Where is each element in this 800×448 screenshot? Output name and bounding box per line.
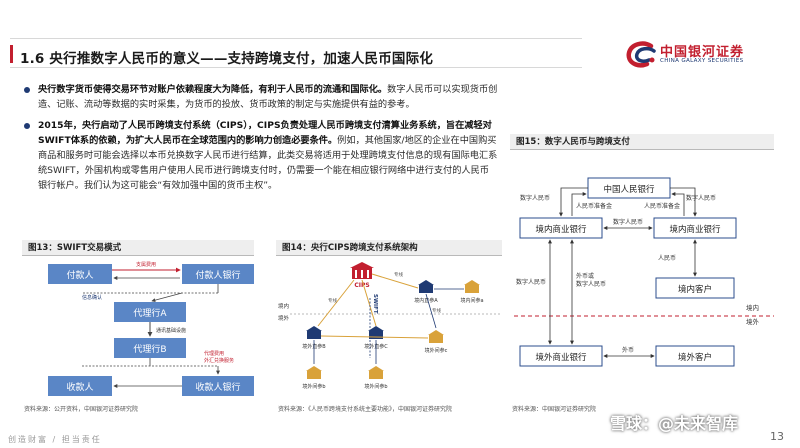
payee-bank-label: 收款人银行 xyxy=(195,381,240,393)
pboc-label: 中国人民银行 xyxy=(603,184,655,195)
domestic-bank-left-label: 境内商业银行 xyxy=(535,224,587,235)
payee-box xyxy=(48,376,112,396)
domestic-label: 境内 xyxy=(278,302,289,310)
payer-bank-box xyxy=(182,264,254,284)
title-bar xyxy=(10,38,582,68)
reserve-right-label: 人民币准备金 xyxy=(644,202,680,210)
reserve-left-label: 人民币准备金 xyxy=(576,202,612,210)
bullet-item: 2015年，央行启动了人民币跨境支付系统（CIPS），CIPS负责处理人民币跨境… xyxy=(20,118,498,193)
pboc-to-right-arrow xyxy=(670,187,697,217)
domestic-bank-right-box xyxy=(653,217,737,239)
payer-bank-label: 付款人银行 xyxy=(195,269,240,281)
link-line xyxy=(317,279,355,327)
swift-infra-label: 通讯基础设施 xyxy=(156,327,186,334)
drmb-mid-label: 数字人民币 xyxy=(613,218,643,226)
fig13-source: 资料来源：公开资料，中国银河证券研究院 xyxy=(24,406,139,413)
pboc-to-left-arrow xyxy=(559,187,588,217)
galaxy-logo-icon xyxy=(626,41,656,68)
bullet-dot-icon xyxy=(24,123,30,129)
bullet-dot-icon xyxy=(24,87,30,93)
fig14-cips-diagram: CIPS SWIFT 境内 境外 境内直参A 境内间参a 专线 境外直参B 境外… xyxy=(278,262,502,390)
bullet-bold-text: 央行数字货币使得交易环节对账户依赖程度大为降低，有利于人民币的流通和国际化。 xyxy=(38,84,388,95)
drmb-right-label: 数字人民币 xyxy=(686,194,716,202)
domestic-customer-label: 境内客户 xyxy=(678,284,712,295)
title-accent xyxy=(10,45,13,63)
fx-label-1: 外币或 xyxy=(576,272,594,280)
bank-icon xyxy=(306,326,322,339)
fx-label-2: 数字人民币 xyxy=(576,280,606,288)
foreign-currency-label: 外币 xyxy=(622,346,634,354)
footer-slogan: 创造财富 / 担当责任 xyxy=(8,435,102,444)
bank-icon xyxy=(418,280,434,293)
domestic-label: 境内 xyxy=(746,303,759,312)
fig13-swift-diagram: 付款人 付款人银行 代理行A 代理行B 收款人 收款人银行 支属费用 信息确认 … xyxy=(48,261,254,396)
reserve-right-arrow xyxy=(671,192,685,216)
indirect-a-label: 境内间参a xyxy=(460,297,483,304)
agent-a-label: 代理行A xyxy=(133,307,167,319)
to-agent-a-arrow xyxy=(151,292,183,303)
page-number: 13 xyxy=(770,430,784,443)
agent-a-box xyxy=(114,302,186,322)
fig15-source: 资料来源：中国银河证券研究院 xyxy=(512,406,597,413)
agent-b-label: 代理行B xyxy=(133,343,166,355)
payer-box xyxy=(48,264,112,284)
logo-text-en: CHINA GALAXY SECURITIES xyxy=(660,58,744,64)
bank-icon xyxy=(368,366,384,379)
fig14-title: 图14：央行CIPS跨境支付系统架构 xyxy=(276,240,502,256)
abroad-bank-label: 境外商业银行 xyxy=(535,352,587,363)
bullet-body-text: 数字人民币可以实现货币创造、记账、流动等数据的实时采集，为货币的投放、货币政策的… xyxy=(38,84,498,110)
rmb-label: 人民币 xyxy=(658,255,676,262)
bullet-item: 央行数字货币使得交易环节对账户依赖程度大为降低，有利于人民币的流通和国际化。数字… xyxy=(20,82,498,112)
direct-a-label: 境内直参A xyxy=(414,297,438,304)
bank-icon xyxy=(464,280,480,293)
fig14-source: 资料来源：《人民币跨境支付系统主要功能》，中国银河证券研究院 xyxy=(278,406,453,413)
page-title: 1.6 央行推数字人民币的意义——支持跨境支付，加速人民币国际化 xyxy=(20,51,434,67)
indirect-c-label: 境外间参c xyxy=(425,347,448,354)
dedicated-line-top: 专线 xyxy=(394,271,403,278)
fig15-drmb-diagram: 中国人民银行 境内商业银行 境内商业银行 境内客户 境内 境外 境外商业银行 境… xyxy=(514,177,774,367)
payee-label: 收款人 xyxy=(66,381,93,393)
fx-service-label: 外汇兑换服务 xyxy=(204,357,234,364)
bullet-list: 央行数字货币使得交易环节对账户依赖程度大为降低，有利于人民币的流通和国际化。数字… xyxy=(20,82,498,199)
cips-label: CIPS xyxy=(354,282,369,289)
swift-label: SWIFT xyxy=(372,294,378,314)
abroad-customer-label: 境外客户 xyxy=(678,352,712,363)
abroad-bank-box xyxy=(519,345,603,367)
fig15-title: 图15：数字人民币与跨境支付 xyxy=(510,134,774,150)
company-logo: 中国银河证券 CHINA GALAXY SECURITIES xyxy=(625,40,785,70)
dedicated-line-left: 专线 xyxy=(328,297,337,304)
info-label: 信息确认 xyxy=(82,294,102,301)
indirect-b2-label: 境外间参b xyxy=(364,383,387,390)
link-line xyxy=(371,273,419,289)
bank-icon xyxy=(428,330,444,343)
dedicated-line-right: 专线 xyxy=(432,307,441,314)
payee-bank-box xyxy=(182,376,254,396)
drmb-left-label: 数字人民币 xyxy=(520,194,550,202)
reserve-left-arrow xyxy=(571,192,587,216)
proxy-fee-label: 代理费用 xyxy=(204,350,224,357)
agent-b-box xyxy=(114,338,186,358)
bank-icon xyxy=(306,366,322,379)
drmb-side-label: 数字人民币 xyxy=(516,278,546,286)
bank-icon xyxy=(368,326,384,339)
abroad-customer-box xyxy=(655,345,735,367)
domestic-customer-box xyxy=(655,277,735,299)
bullet-body-text: 例如，其他国家/地区的企业在中国购买商品和服务时可能会选择以本币兑换数字人民币进… xyxy=(38,135,498,191)
link-line xyxy=(425,293,437,329)
domestic-bank-left-box xyxy=(519,217,603,239)
link-line xyxy=(361,279,377,327)
indirect-b-label: 境外间参b xyxy=(302,383,325,390)
bullet-bold-text: 2015年，央行启动了人民币跨境支付系统（CIPS），CIPS负责处理人民币跨境… xyxy=(38,120,492,146)
payer-label: 付款人 xyxy=(66,269,93,281)
watermark: 雪球：@未来智库 xyxy=(610,414,739,433)
abroad-label: 境外 xyxy=(278,314,290,322)
fig13-title: 图13：SWIFT交易模式 xyxy=(22,240,254,256)
logo-text-cn: 中国银河证券 xyxy=(660,45,745,60)
link-line xyxy=(320,335,429,339)
cips-building-icon xyxy=(350,262,374,279)
abroad-label: 境外 xyxy=(746,317,760,326)
expense-label: 支属费用 xyxy=(136,261,156,268)
domestic-bank-right-label: 境内商业银行 xyxy=(669,224,721,235)
